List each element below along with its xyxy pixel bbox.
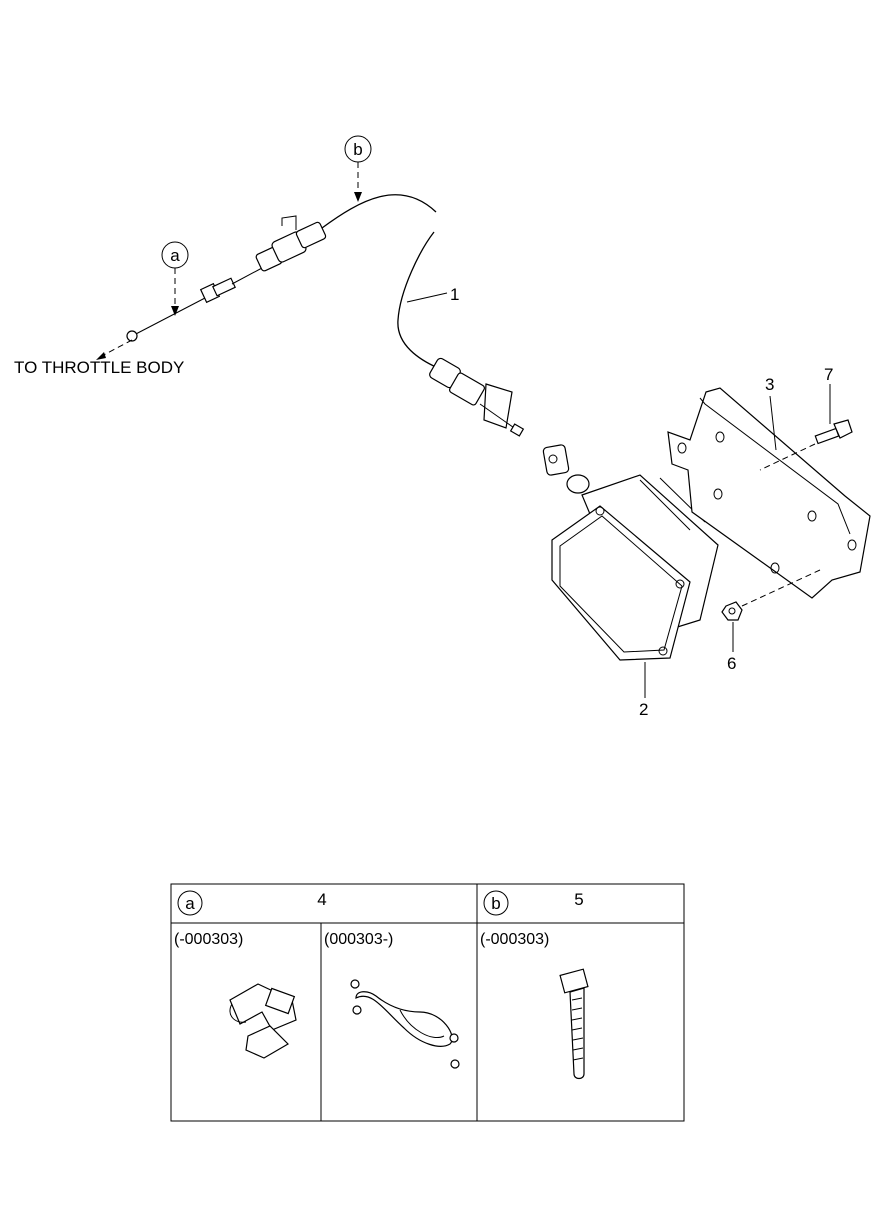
ref-b-letter: b <box>353 140 362 159</box>
throttle-arrowhead <box>96 352 106 360</box>
ref-b-arrowhead <box>354 192 362 202</box>
bolt-leader <box>759 443 816 471</box>
table-part-4-number: 4 <box>317 890 326 909</box>
cable-tie <box>559 968 589 1080</box>
throttle-linkage <box>126 267 263 342</box>
table-cell-3-label: (-000303) <box>480 931 549 948</box>
part-7-number: 7 <box>824 365 833 384</box>
part-3-leader <box>769 395 777 451</box>
part-6-number: 6 <box>727 654 736 673</box>
ref-a-letter: a <box>170 246 180 265</box>
table-ref-b-circle <box>483 890 509 916</box>
ref-a-arrowhead <box>171 306 179 316</box>
ref-b-circle <box>344 135 372 163</box>
ref-a-circle <box>161 241 189 269</box>
table-ref-b-letter: b <box>491 894 500 913</box>
table-ref-a-circle <box>177 890 203 916</box>
bolt <box>814 419 853 445</box>
throttle-body-label: TO THROTTLE BODY <box>14 358 184 377</box>
part-3-number: 3 <box>765 375 774 394</box>
cable-assembly <box>255 194 525 437</box>
nut <box>721 601 743 621</box>
mounting-bracket <box>667 387 871 599</box>
table-ref-a-letter: a <box>185 894 195 913</box>
cable-clip-new <box>350 979 460 1069</box>
legend-table: a 4 b 5 (-000303) (000303-) (-000303) <box>170 883 685 1122</box>
actuator-unit <box>542 444 719 661</box>
part-1-number: 1 <box>450 285 459 304</box>
part-1-leader <box>406 292 448 303</box>
table-cell-1-label: (-000303) <box>174 931 243 948</box>
table-cell-2-label: (000303-) <box>324 931 393 948</box>
cable-clip-old <box>229 983 297 1059</box>
table-part-5-number: 5 <box>574 890 583 909</box>
part-2-number: 2 <box>639 700 648 719</box>
nut-leader <box>741 569 821 607</box>
